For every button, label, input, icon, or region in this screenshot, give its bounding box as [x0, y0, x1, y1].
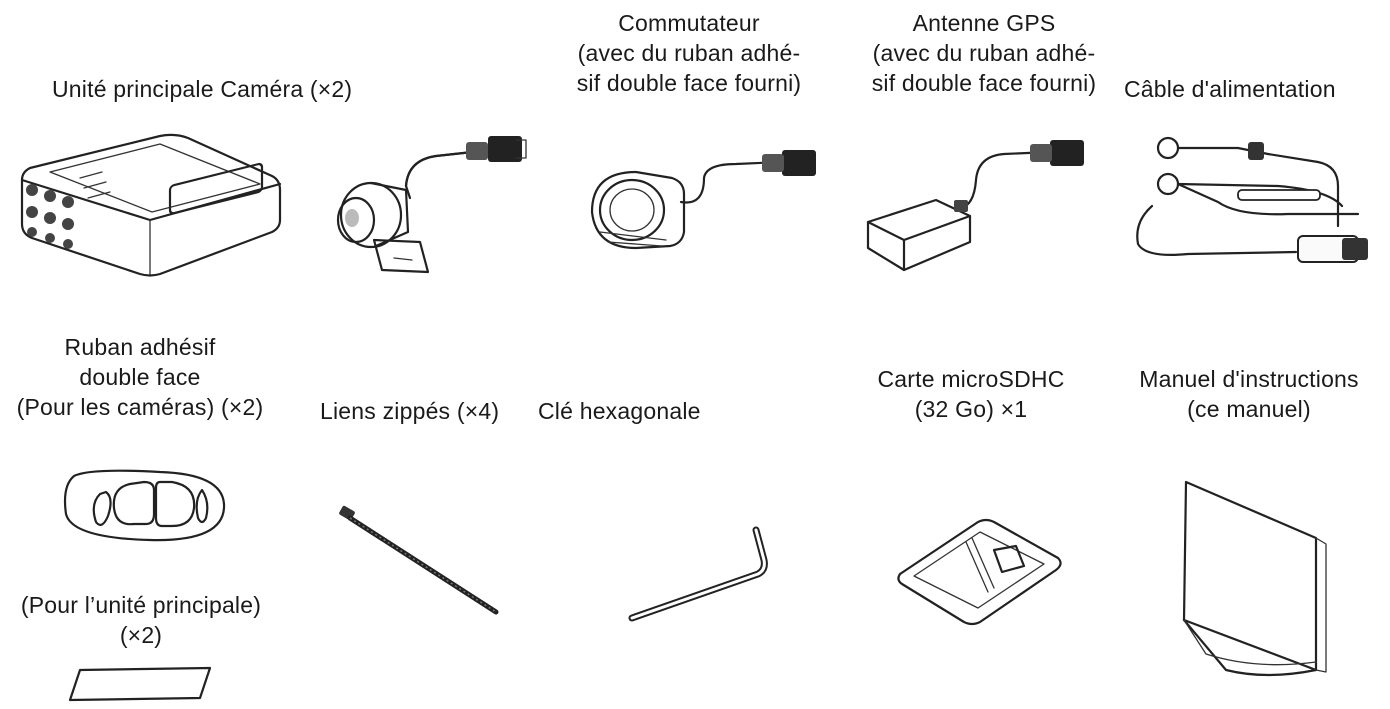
hex-key-label: Clé hexagonale	[538, 398, 701, 424]
camera-illustration	[316, 120, 536, 280]
switch-illustration	[586, 142, 826, 272]
gps-label: Antenne GPS (avec du ruban adhé- sif dou…	[871, 10, 1097, 96]
camera-tape-illustration	[60, 466, 230, 546]
switch-label: Commutateur (avec du ruban adhé- sif dou…	[576, 10, 802, 96]
hex-key-illustration	[624, 520, 774, 630]
microsd-label: Carte microSDHC (32 Go) ×1	[877, 366, 1065, 422]
zip-tie-illustration	[336, 500, 506, 620]
zip-ties-label: Liens zippés (×4)	[320, 398, 500, 424]
manual-booklet-illustration	[1166, 474, 1346, 694]
power-cable-illustration	[1128, 126, 1384, 276]
manual-label: Manuel d'instructions (ce manuel)	[1139, 366, 1359, 422]
tape-cameras-label: Ruban adhésif double face (Pour les camé…	[16, 334, 264, 420]
main-unit-tape-illustration	[68, 664, 218, 704]
tape-main-label: (Pour l’unité principale) (×2)	[20, 592, 262, 648]
main-unit-label: Unité principale Caméra (×2)	[52, 76, 353, 102]
power-cable-label: Câble d'alimentation	[1124, 76, 1336, 102]
main-unit-illustration	[10, 128, 290, 278]
gps-antenna-illustration	[864, 130, 1104, 280]
microsd-card-illustration	[896, 508, 1066, 628]
